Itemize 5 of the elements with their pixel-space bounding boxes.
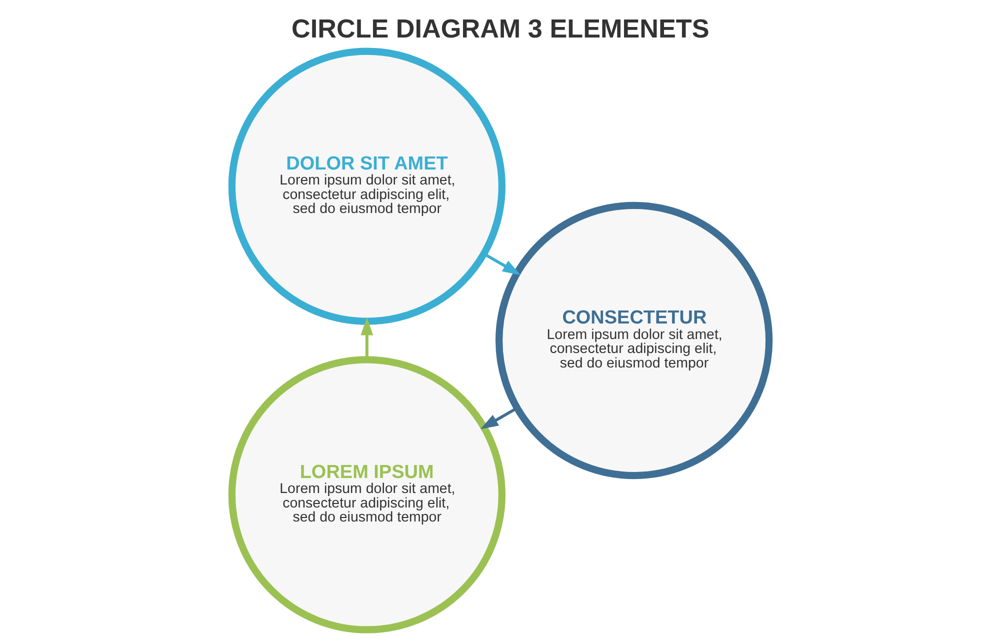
diagram-title: CIRCLE DIAGRAM 3 ELEMENETS: [291, 14, 709, 44]
arrow: [480, 406, 518, 430]
node-circle: LOREM IPSUM Lorem ipsum dolor sit amet, consectetur adipiscing elit, sed do eiusmod tempor: [228, 356, 505, 634]
node-circle: DOLOR SIT AMET Lorem ipsum dolor sit amet, consectetur adipiscing elit, sed do eiusmod tempor: [228, 48, 505, 325]
arrow: [360, 317, 373, 360]
